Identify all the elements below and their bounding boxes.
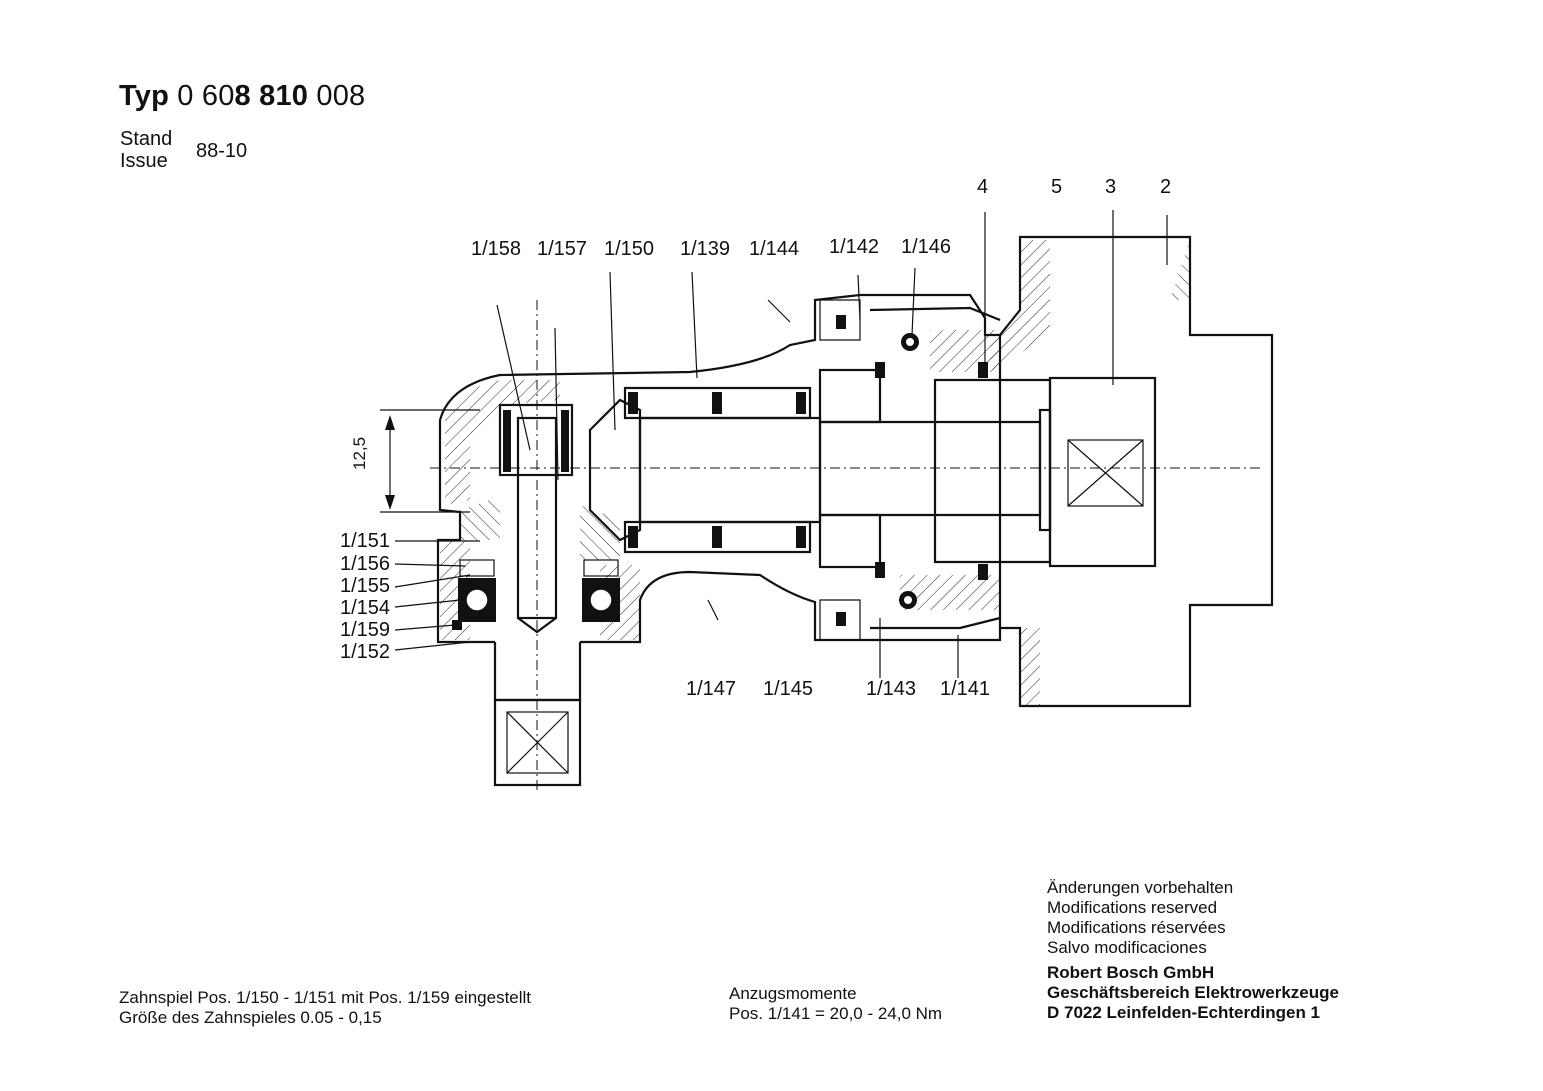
company-division: Geschäftsbereich Elektrowerkzeuge <box>1047 983 1339 1002</box>
callout-1-150: 1/150 <box>604 238 655 260</box>
leader-lines <box>394 210 1168 678</box>
disclaimer-de: Änderungen vorbehalten <box>1047 878 1234 897</box>
needle-bearing <box>623 386 822 554</box>
vertical-spindle <box>498 300 574 790</box>
stand-issue-labels: Stand Issue <box>120 128 172 172</box>
torque-note: Anzugsmomente Pos. 1/141 = 20,0 - 24,0 N… <box>729 984 942 1024</box>
disclaimer-fr: Modifications réservées <box>1047 918 1226 937</box>
company-name: Robert Bosch GmbH <box>1047 963 1215 982</box>
callout-1-143: 1/143 <box>866 678 917 700</box>
callout-1-155: 1/155 <box>340 575 391 597</box>
stand-label: Stand <box>120 128 173 150</box>
backlash-line-1: Zahnspiel Pos. 1/150 - 1/151 mit Pos. 1/… <box>119 988 532 1007</box>
callout-1-146: 1/146 <box>901 236 952 258</box>
backlash-line-2: Größe des Zahnspieles 0.05 - 0,15 <box>119 1008 382 1027</box>
company-block: Robert Bosch GmbH Geschäftsbereich Elekt… <box>1047 963 1339 1023</box>
torque-value: Pos. 1/141 = 20,0 - 24,0 Nm <box>729 1004 943 1023</box>
type-word: Typ <box>119 80 170 112</box>
type-number: Typ 0 608 810 008 <box>119 80 365 113</box>
disclaimer-es: Salvo modificaciones <box>1047 938 1207 957</box>
type-bold: 8 810 <box>234 80 309 112</box>
callout-1-156: 1/156 <box>340 553 391 575</box>
callout-1-151: 1/151 <box>340 530 391 552</box>
issue-label: Issue <box>120 150 168 172</box>
callout-4: 4 <box>977 176 989 198</box>
type-prefix: 0 60 <box>177 80 235 112</box>
callout-2: 2 <box>1160 176 1172 198</box>
type-suffix: 008 <box>316 80 366 112</box>
callout-1-145: 1/145 <box>763 678 814 700</box>
callout-1-157: 1/157 <box>537 238 588 260</box>
callout-1-139: 1/139 <box>680 238 731 260</box>
dimension-label: 12,5 <box>350 436 369 470</box>
callout-1-144: 1/144 <box>749 238 800 260</box>
gear-backlash-note: Zahnspiel Pos. 1/150 - 1/151 mit Pos. 1/… <box>119 988 531 1028</box>
callout-1-142: 1/142 <box>829 236 880 258</box>
issue-date: 88-10 <box>196 140 248 162</box>
callout-3: 3 <box>1105 176 1117 198</box>
torque-title: Anzugsmomente <box>729 984 857 1003</box>
callout-1-141: 1/141 <box>940 678 991 700</box>
dimension-marker <box>380 409 480 513</box>
square-drive <box>493 642 582 787</box>
disclaimer-en: Modifications reserved <box>1047 898 1218 917</box>
lower-ball-bearings <box>452 559 620 630</box>
callout-1-152: 1/152 <box>340 641 391 663</box>
disclaimer-block: Änderungen vorbehalten Modifications res… <box>1047 878 1233 958</box>
callout-1-147: 1/147 <box>686 678 737 700</box>
flange-housing <box>990 235 1274 708</box>
callout-1-158: 1/158 <box>471 238 522 260</box>
callout-1-154: 1/154 <box>340 597 391 619</box>
callout-1-159: 1/159 <box>340 619 391 641</box>
socket-block <box>1038 376 1157 568</box>
output-shaft <box>430 378 1260 564</box>
callout-5: 5 <box>1051 176 1063 198</box>
company-address: D 7022 Leinfelden-Echterdingen 1 <box>1047 1003 1321 1022</box>
seal-ring-assembly <box>818 306 1001 630</box>
